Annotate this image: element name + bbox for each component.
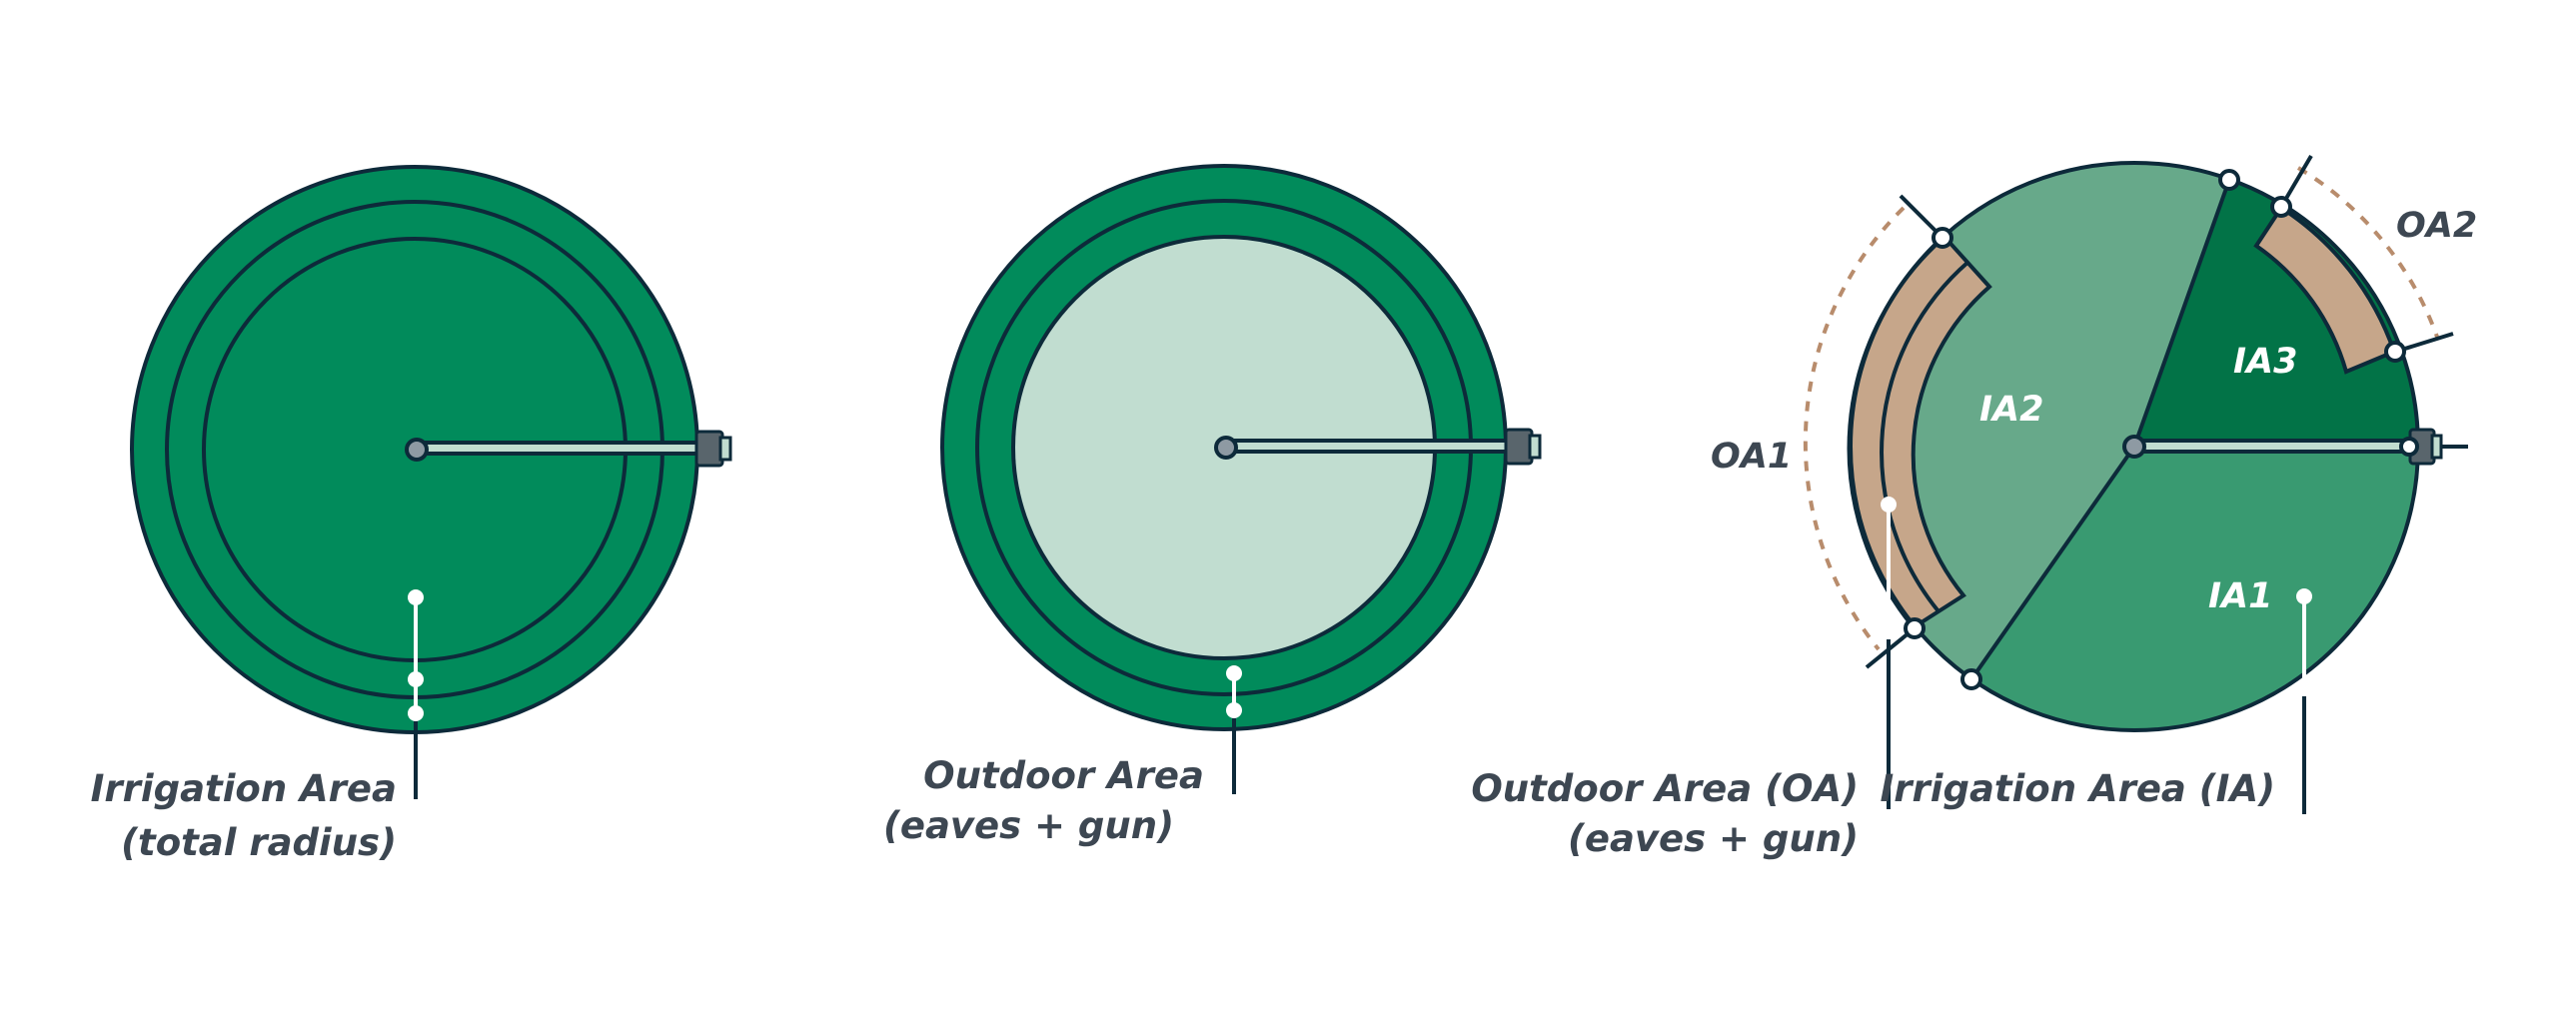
outdoor-area-label-line2: (eaves + gun) xyxy=(883,804,1174,847)
sector-line-ia1-ia2 xyxy=(1969,445,2136,681)
outdoor-area-label-line1: Outdoor Area xyxy=(923,754,1204,797)
pivot-center-icon xyxy=(2122,435,2146,459)
oa1-eaves-divider xyxy=(1880,260,1970,613)
sector-markers xyxy=(1865,154,2454,690)
zone-oa1-label: OA1 xyxy=(1711,437,1792,477)
diagram-irrigation-area: Irrigation Area (total radius) xyxy=(91,165,732,864)
end-gun-icon xyxy=(1504,428,1534,466)
diagram-outdoor-area: Outdoor Area (eaves + gun) xyxy=(883,164,1542,847)
outdoor-area-oa-label-line1: Outdoor Area (OA) xyxy=(1471,767,1859,810)
pivot-center-icon xyxy=(1214,436,1238,460)
zone-ia3 xyxy=(2134,180,2418,447)
irrigation-area-label-line2: (total radius) xyxy=(121,821,397,864)
radius-leader xyxy=(408,589,424,799)
irrigation-area-ia-label: Irrigation Area (IA) xyxy=(1881,767,2275,810)
sector-line-ia2-ia3 xyxy=(2132,179,2231,448)
diagram-zoned-areas: IA1 IA2 IA3 OA1 OA2 Outdoor Area (OA) (e… xyxy=(1471,154,2477,860)
zone-ia1 xyxy=(1971,447,2419,731)
ia-leader xyxy=(2296,588,2312,814)
arm-end-marker xyxy=(2399,437,2419,457)
oa-leader xyxy=(1881,497,1897,809)
zone-ia3-label: IA3 xyxy=(2233,342,2297,382)
oa1-dashed-extent xyxy=(1803,206,1906,651)
zone-ia2-label: IA2 xyxy=(1979,390,2043,430)
oa2-dashed-extent xyxy=(2296,166,2440,341)
irrigation-area-label-line1: Irrigation Area xyxy=(91,767,397,810)
pivot-arm xyxy=(1214,428,1542,466)
zone-oa2-label: OA2 xyxy=(2396,206,2477,246)
zone-oa2 xyxy=(2253,205,2397,375)
pivot-center-icon xyxy=(405,438,429,462)
outdoor-leader xyxy=(1226,665,1242,794)
pivot-arm xyxy=(2122,428,2468,466)
end-gun-icon xyxy=(694,430,724,468)
zone-ia1-label: IA1 xyxy=(2208,576,2272,616)
pivot-arm xyxy=(405,430,732,468)
outdoor-area-oa-label-line2: (eaves + gun) xyxy=(1568,817,1859,860)
